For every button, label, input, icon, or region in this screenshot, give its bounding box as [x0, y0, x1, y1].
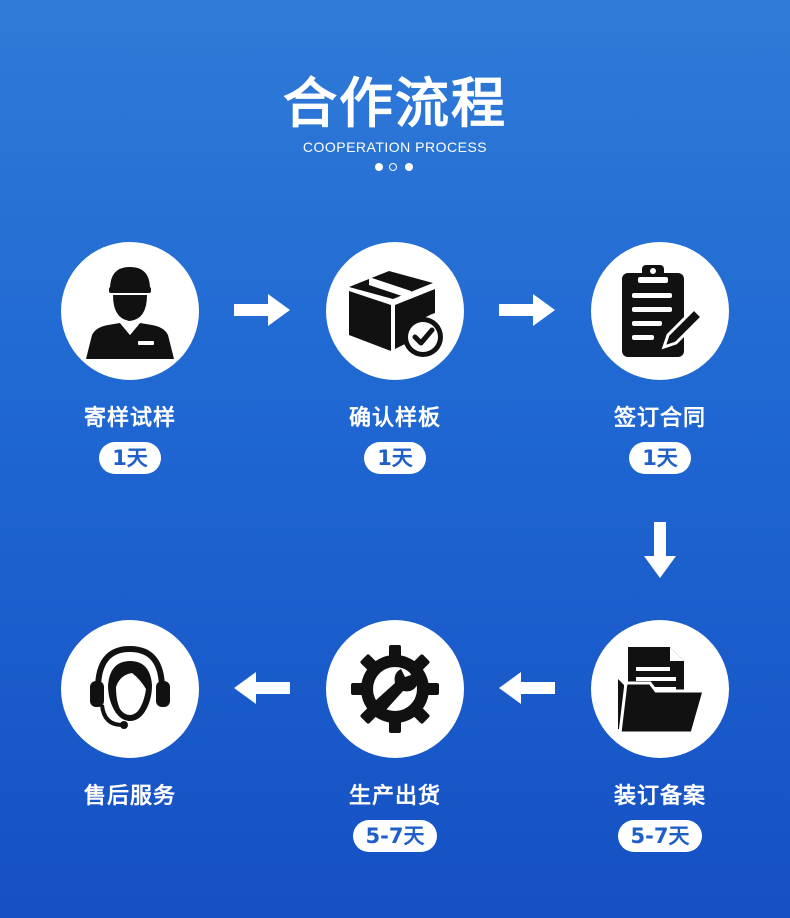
arrow-right-icon: [499, 294, 555, 326]
step-label: 确认样板: [348, 406, 441, 431]
page-title: 合作流程: [283, 72, 507, 135]
step-label: 寄样试样: [83, 406, 176, 431]
gear-wrench-icon: [351, 645, 439, 733]
dot-indicator: [375, 163, 383, 171]
step-icon-circle: [61, 242, 199, 380]
headset-agent-icon: [90, 645, 170, 729]
step-label: 签订合同: [613, 406, 706, 431]
arrow-down-icon: [644, 522, 676, 578]
step-icon-circle: [326, 242, 464, 380]
decorative-dots: [375, 163, 415, 173]
duration-badge: 1天: [364, 442, 426, 474]
arrow-right-icon: [234, 294, 290, 326]
step-label: 售后服务: [83, 784, 176, 809]
arrow-left-icon: [234, 672, 290, 704]
step-icon-circle: [591, 242, 729, 380]
step-icon-circle: [591, 620, 729, 758]
step-icon-circle: [326, 620, 464, 758]
duration-badge: 1天: [629, 442, 691, 474]
box-check-icon: [349, 271, 443, 357]
clipboard-pen-icon: [622, 265, 705, 357]
duration-badge: 5-7天: [353, 820, 437, 852]
dot-indicator-hollow: [389, 163, 397, 171]
courier-person-icon: [86, 267, 174, 359]
page-subtitle: COOPERATION PROCESS: [302, 139, 488, 155]
step-label: 生产出货: [348, 784, 441, 809]
duration-badge: 5-7天: [618, 820, 702, 852]
dot-indicator: [405, 163, 413, 171]
duration-badge: 1天: [99, 442, 161, 474]
arrow-left-icon: [499, 672, 555, 704]
step-label: 装订备案: [613, 784, 706, 809]
folder-documents-icon: [618, 647, 706, 735]
step-icon-circle: [61, 620, 199, 758]
